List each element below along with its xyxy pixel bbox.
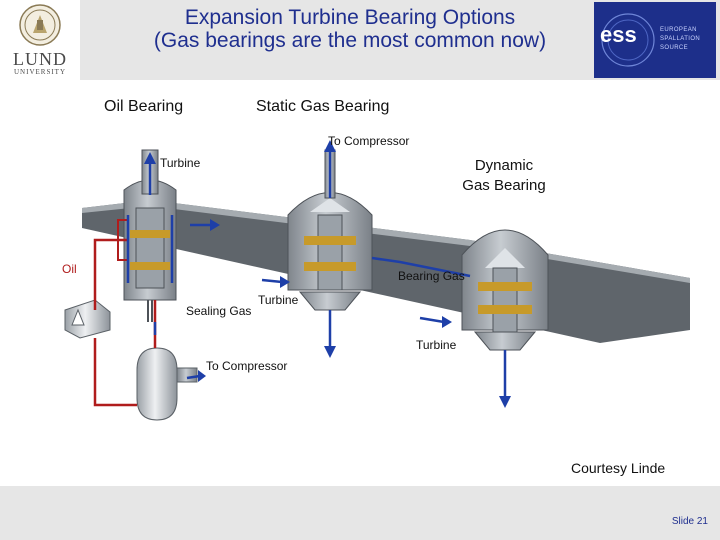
sealing-gas-label: Sealing Gas — [186, 304, 251, 318]
to-compressor-bottom-label: To Compressor — [206, 359, 287, 373]
courtesy-label: Courtesy Linde — [571, 460, 665, 476]
turbine-mid-label: Turbine — [258, 293, 298, 307]
footer-band: Slide 21 — [0, 486, 720, 540]
dynamic-gas-bearing-label: Dynamic Gas Bearing — [452, 156, 556, 196]
static-gas-bearing-label: Static Gas Bearing — [256, 98, 389, 116]
oil-tank-icon — [137, 348, 177, 420]
turbine-left-label: Turbine — [160, 156, 200, 170]
slide-number: Slide 21 — [672, 516, 708, 527]
dynamic-line-1: Dynamic — [452, 156, 556, 176]
oil-bearing-label: Oil Bearing — [104, 98, 183, 116]
dynamic-gas-bearing-turbine — [462, 230, 548, 350]
to-compressor-top-label: To Compressor — [328, 134, 409, 148]
oil-pump-icon — [65, 300, 110, 338]
turbine-right-label: Turbine — [416, 338, 456, 352]
bearing-gas-label: Bearing Gas — [398, 269, 465, 283]
dynamic-line-2: Gas Bearing — [452, 176, 556, 196]
oil-label: Oil — [62, 262, 77, 276]
